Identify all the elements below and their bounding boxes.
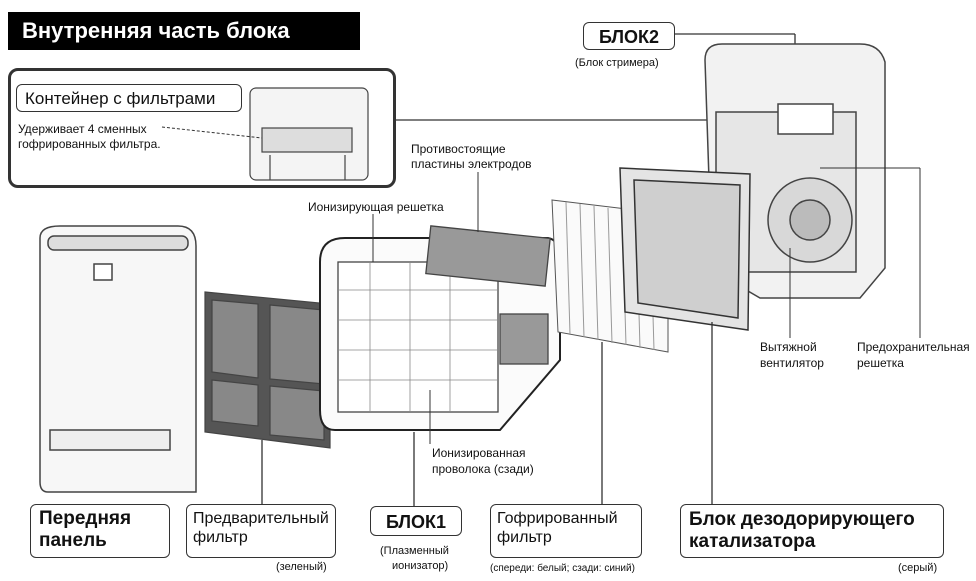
pleated-line2: фильтр	[497, 529, 552, 546]
catalyst-sketch	[619, 167, 751, 331]
ionized-wire-label-line2: проволока (сзади)	[432, 462, 534, 476]
block2-sub: (Блок стримера)	[575, 57, 659, 69]
guard-label-line2: решетка	[857, 356, 904, 370]
electrodes-label-line1: Противостоящие	[411, 142, 506, 156]
block1-box: БЛОК1	[370, 506, 462, 536]
prefilter-note: (зеленый)	[276, 561, 327, 573]
pleated-note: (спереди: белый; сзади: синий)	[490, 563, 635, 574]
catalyst-line1: Блок дезодорирующего	[689, 509, 915, 530]
container-desc-line1: Удерживает 4 сменных	[18, 122, 147, 136]
container-unit-sketch	[249, 87, 369, 181]
block2-box: БЛОК2	[583, 22, 675, 50]
container-heading: Контейнер с фильтрами	[25, 89, 216, 108]
prefilter-line1: Предварительный	[193, 510, 329, 527]
block1-sketch	[319, 225, 561, 431]
block1-note-line1: (Плазменный	[380, 545, 449, 557]
leader-container-desc	[161, 126, 263, 139]
block1-label: БЛОК1	[385, 512, 447, 532]
page-title: Внутренняя часть блока	[8, 12, 360, 50]
catalyst-note: (серый)	[898, 562, 938, 574]
block2-label: БЛОК2	[598, 27, 660, 47]
container-heading-box: Контейнер с фильтрами	[16, 84, 242, 112]
catalyst-line2: катализатора	[689, 531, 816, 552]
ionized-wire-label-line1: Ионизированная	[432, 446, 526, 460]
pleated-box: Гофрированный фильтр	[490, 504, 642, 558]
guard-label-line1: Предохранительная	[857, 340, 970, 354]
container-desc-line2: гофрированных фильтра.	[18, 137, 161, 151]
ionizing-grid-label: Ионизирующая решетка	[308, 200, 444, 214]
prefilter-box: Предварительный фильтр	[186, 504, 336, 558]
fan-label-line2: вентилятор	[760, 356, 824, 370]
fan-label-line1: Вытяжной	[760, 340, 817, 354]
pleated-line1: Гофрированный	[497, 510, 618, 527]
front-panel-sketch	[39, 225, 197, 493]
electrodes-label-line2: пластины электродов	[411, 157, 532, 171]
prefilter-line2: фильтр	[193, 529, 248, 546]
block1-note-line2: ионизатор)	[392, 560, 449, 572]
catalyst-box: Блок дезодорирующего катализатора	[680, 504, 944, 558]
front-panel-line1: Передняя	[39, 508, 132, 529]
front-panel-line2: панель	[39, 530, 107, 551]
front-panel-box: Передняя панель	[30, 504, 170, 558]
filter-container-callout	[8, 68, 396, 188]
pre-filter-sketch	[204, 291, 331, 449]
